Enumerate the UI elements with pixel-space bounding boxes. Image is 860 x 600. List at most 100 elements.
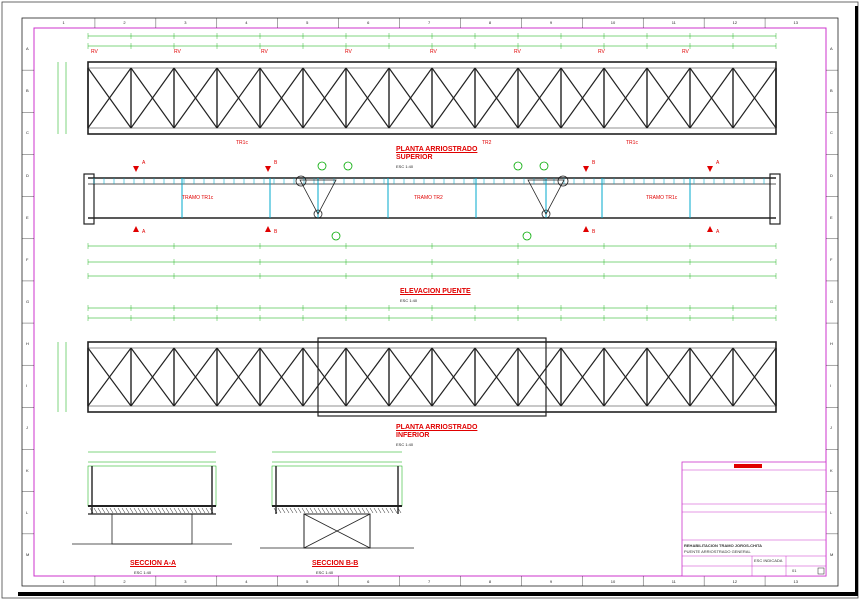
row-label: I [26, 383, 28, 389]
section-a-hatch [89, 507, 214, 514]
section-mark: B [592, 160, 596, 166]
hatch-line [97, 507, 102, 514]
hatch-line [361, 507, 366, 514]
column-label: 10 [610, 579, 616, 584]
detail-balloon [539, 161, 549, 171]
column-label: 10 [610, 20, 616, 25]
tb-project: REHABILITACION TRAMO JOROS-CHITA [684, 543, 763, 548]
plan-bottom-title: PLANTA ARRIOSTRADO [396, 424, 478, 431]
section-a-title: SECCION A-A [130, 560, 177, 567]
hatch-line [209, 507, 214, 514]
brace-member [173, 347, 218, 407]
hatch-line [333, 507, 338, 514]
row-label: G [26, 299, 30, 304]
column-ticks-bottom [94, 576, 766, 586]
span-label: TRAMO TR1c [182, 195, 214, 201]
hatch-line [329, 507, 334, 514]
rv-tag: RV [174, 49, 181, 55]
section-arrow-icon [707, 226, 713, 232]
plan-bottom-verticals [87, 348, 777, 406]
brace-member [173, 67, 218, 129]
row-label: C [830, 130, 833, 136]
hatch-line [109, 507, 114, 514]
span-tag: TR1c [626, 140, 638, 146]
column-label: 2 [123, 20, 126, 25]
hatch-line [317, 507, 322, 514]
row-label: A [830, 46, 833, 52]
plan-bottom-scale: ESC 1:40 [396, 442, 414, 447]
column-label: 8 [488, 579, 492, 584]
span-tag: TR2 [482, 140, 492, 146]
row-label: D [830, 172, 833, 178]
detail-balloon [522, 231, 532, 241]
plan-bottom-view [57, 305, 777, 417]
hatch-line [129, 507, 134, 514]
section-markers [133, 166, 713, 232]
column-label: 5 [306, 20, 309, 25]
brace-member [646, 67, 691, 129]
brace-member [732, 67, 777, 129]
column-label: 13 [793, 579, 798, 584]
plan-top-scale: ESC 1:40 [396, 164, 414, 169]
hatch-line [93, 507, 98, 514]
brace-member [560, 67, 605, 129]
plan-bottom-subtitle: INFERIOR [396, 432, 430, 439]
section-arrow-icon [265, 166, 271, 172]
hatch-line [321, 507, 326, 514]
row-label: M [830, 551, 834, 557]
section-arrow-icon [265, 226, 271, 232]
brace-member [474, 67, 519, 129]
brace-member [603, 67, 648, 129]
brace-member [87, 67, 132, 129]
bearing-icon [557, 175, 569, 187]
detail-balloon [343, 161, 353, 171]
hatch-line [325, 507, 330, 514]
column-label: 9 [549, 20, 553, 25]
brace-member [732, 347, 777, 407]
hatch-line [297, 507, 302, 514]
section-a-scale: ESC 1:40 [134, 570, 152, 575]
brace-member [560, 347, 605, 407]
section-mark: A [716, 160, 720, 166]
abutment-right [769, 173, 781, 225]
section-arrow-icon [707, 166, 713, 172]
column-label: 2 [123, 579, 126, 584]
section-mark: B [274, 160, 278, 166]
column-label: 8 [488, 20, 492, 25]
column-label: 7 [428, 20, 431, 25]
hatch-line [377, 507, 382, 514]
row-label: H [26, 341, 29, 347]
elevation-scale: ESC 1:40 [400, 298, 418, 303]
rv-tag: RV [261, 49, 268, 55]
hatch-line [357, 507, 362, 514]
hatch-line [121, 507, 126, 514]
hatch-line [305, 507, 310, 514]
hatch-line [125, 507, 130, 514]
elevation-verticals [181, 178, 691, 218]
brace-member [431, 67, 476, 129]
section-arrow-icon [583, 166, 589, 172]
hatch-line [185, 507, 190, 514]
hatch-line [193, 507, 198, 514]
row-label: B [26, 88, 29, 94]
rv-tag: RV [682, 49, 689, 55]
column-label: 12 [732, 20, 738, 25]
column-ticks-top [94, 18, 766, 28]
hatch-line [205, 507, 210, 514]
section-arrow-icon [583, 226, 589, 232]
section-a-view [72, 451, 232, 545]
section-mark: B [274, 229, 278, 235]
brace-member [474, 347, 519, 407]
column-label: 4 [245, 20, 248, 25]
brace-member [431, 347, 476, 407]
section-mark: A [716, 229, 720, 235]
title-block [681, 461, 827, 577]
dimension-ticks [87, 33, 777, 49]
hatch-line [173, 507, 178, 514]
tb-sheet-title: PUENTE ARRIOSTRADO GENERAL [684, 549, 751, 554]
brace-member [216, 347, 261, 407]
title-block-frame [681, 461, 827, 577]
pier-right [527, 179, 565, 215]
hatch-line [141, 507, 146, 514]
hatch-line [397, 507, 402, 514]
